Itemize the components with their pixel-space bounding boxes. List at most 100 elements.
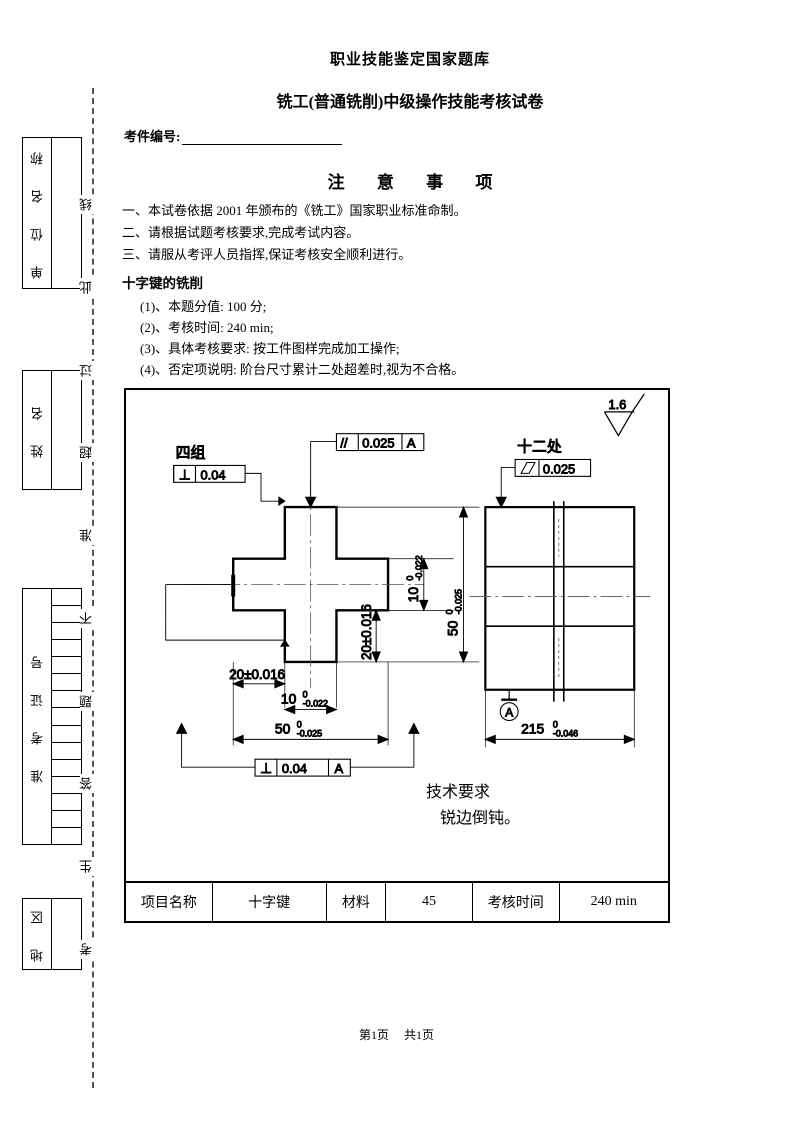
technical-drawing-frame: ⊥ 0.04 四组 // 0.025 A bbox=[124, 388, 670, 923]
exam-ticket-digit-cell[interactable] bbox=[52, 777, 81, 794]
surface-finish-value: 1.6 bbox=[608, 397, 626, 412]
tech-requirements-block: 技术要求 锐边倒钝。 bbox=[426, 780, 520, 832]
title-block-time-label: 考核时间 bbox=[473, 883, 560, 921]
notice-title: 注 意 事 项 bbox=[327, 173, 507, 192]
title-block-time-value: 240 min bbox=[590, 894, 637, 909]
gdt-frame-perpendicular-bottom: ⊥ 0.04 A bbox=[254, 758, 351, 777]
do-not-write-line-char: 此 bbox=[79, 277, 106, 297]
surface-finish-symbol: 1.6 bbox=[603, 393, 645, 437]
sidebar-exam-ticket-grid[interactable] bbox=[52, 589, 81, 844]
sidebar-box-unit-name: 单 位 名 称 bbox=[22, 137, 82, 289]
title-block-name-value: 十字键 bbox=[213, 883, 327, 921]
do-not-write-line-char: 线 bbox=[79, 195, 106, 214]
notice-item: 二、请根据试题考核要求,完成考试内容。 bbox=[122, 225, 360, 240]
gdt-arrow-bottom-left bbox=[279, 639, 290, 647]
exam-ticket-digit-cell[interactable] bbox=[52, 674, 81, 692]
drawing-title-block: 项目名称 十字键 材料 45 考核时间 240 min bbox=[126, 881, 668, 921]
exam-number-input[interactable] bbox=[182, 131, 343, 145]
svg-text:-0.025: -0.025 bbox=[297, 728, 322, 738]
do-not-write-line-char: 准 bbox=[79, 526, 106, 546]
sidebar-box-label-cell: 地 区 bbox=[23, 899, 52, 969]
exam-number-label: 考件编号: bbox=[124, 129, 181, 144]
sidebar-box-label-cell: 姓 名 bbox=[23, 371, 52, 489]
sidebar-box-region-input[interactable] bbox=[52, 899, 81, 969]
tech-requirements-title: 技术要求 bbox=[426, 784, 491, 801]
gdt-arrow-top bbox=[278, 496, 286, 507]
dim-text-50h: 50 0 -0.025 bbox=[444, 588, 464, 636]
footer-page-total: 共1页 bbox=[404, 1028, 435, 1042]
sidebar-box-unit-name-input[interactable] bbox=[52, 138, 81, 288]
gdt-datum-perp-bottom: A bbox=[334, 761, 343, 776]
tech-requirements-line1: 锐边倒钝。 bbox=[440, 810, 521, 827]
task-requirement-list: (1)、本题分值: 100 分;(2)、考核时间: 240 min;(3)、具体… bbox=[140, 296, 700, 380]
gdt-frame-perpendicular-top: ⊥ 0.04 bbox=[173, 464, 246, 483]
side-view-outline bbox=[484, 506, 636, 691]
exam-ticket-digit-cell[interactable] bbox=[52, 743, 81, 760]
gdt-frame-symmetry: 0.025 bbox=[514, 458, 592, 477]
do-not-write-line-char: 答 bbox=[79, 774, 106, 794]
gdt-leader-br bbox=[350, 729, 415, 768]
svg-text:-0.022: -0.022 bbox=[414, 555, 424, 580]
svg-text:215: 215 bbox=[521, 720, 544, 736]
dim-text-10h: 10 0 -0.022 bbox=[404, 555, 424, 603]
do-not-write-line-char: 题 bbox=[79, 691, 106, 711]
gdt-tol-perp-bottom: 0.04 bbox=[282, 761, 307, 776]
page-footer: 第1页 共1页 bbox=[0, 1026, 793, 1043]
dim-text-20h: 20±0.016 bbox=[359, 604, 374, 660]
sidebar-label-unit-name: 单 位 名 称 bbox=[29, 147, 45, 279]
svg-text:0: 0 bbox=[553, 719, 558, 729]
gdt-tol-parallel: 0.025 bbox=[362, 436, 394, 451]
sidebar-box-exam-ticket-no: 准 考 证 号 bbox=[22, 588, 82, 845]
page-title: 铣工(普通铣削)中级操作技能考核试卷 bbox=[276, 94, 544, 111]
exam-ticket-digit-cell[interactable] bbox=[52, 691, 81, 709]
exam-ticket-digit-cell[interactable] bbox=[52, 726, 81, 743]
gdt-symbol-perpendicular: ⊥ bbox=[179, 466, 191, 482]
sidebar-label-name: 姓 名 bbox=[29, 402, 45, 458]
sidebar-box-name-input[interactable] bbox=[52, 371, 81, 489]
exam-ticket-digit-cell[interactable] bbox=[52, 708, 81, 726]
svg-text:10: 10 bbox=[405, 587, 421, 603]
gdt-symbol-perp-bottom: ⊥ bbox=[260, 760, 272, 776]
dim-text-10w: 10 0 -0.022 bbox=[280, 689, 328, 709]
gdt-leader-symmetry bbox=[500, 466, 516, 502]
svg-text:0: 0 bbox=[405, 576, 415, 581]
title-block-material-value: 45 bbox=[386, 883, 473, 921]
notice-item: 一、本试卷依据 2001 年颁布的《铣工》国家职业标准命制。 bbox=[122, 203, 467, 218]
title-block-name-label: 项目名称 bbox=[126, 883, 213, 921]
exam-ticket-digit-cell[interactable] bbox=[52, 760, 81, 777]
gdt-leader-parallel bbox=[310, 441, 337, 502]
do-not-write-line-char: 考 bbox=[79, 940, 106, 959]
dim-text-215: 215 0 -0.046 bbox=[521, 719, 579, 739]
do-not-write-dashed-line bbox=[92, 88, 94, 1088]
svg-text:0: 0 bbox=[303, 690, 308, 700]
dim-text-50w: 50 0 -0.025 bbox=[274, 719, 322, 739]
task-requirement-item: (1)、本题分值: 100 分; bbox=[140, 299, 267, 314]
task-requirement-item: (3)、具体考核要求: 按工件图样完成加工操作; bbox=[140, 341, 400, 356]
exam-ticket-digit-cell[interactable] bbox=[52, 794, 81, 811]
gdt-datum-parallel: A bbox=[407, 436, 416, 451]
exam-ticket-digit-cell[interactable] bbox=[52, 589, 81, 607]
sidebar-binding-column: 单 位 名 称 姓 名 准 考 证 号 地 区 线此过超准不题答生考 bbox=[0, 0, 115, 1122]
title-block-material-label: 材料 bbox=[327, 883, 387, 921]
gdt-arrow-parallel bbox=[304, 496, 317, 509]
notice-item: 三、请服从考评人员指挥,保证考核安全顺利进行。 bbox=[122, 247, 412, 262]
svg-text:50: 50 bbox=[445, 620, 461, 636]
notice-list: 一、本试卷依据 2001 年颁布的《铣工》国家职业标准命制。二、请根据试题考核要… bbox=[122, 200, 702, 266]
exam-ticket-digit-cell[interactable] bbox=[52, 606, 81, 624]
svg-text:0: 0 bbox=[297, 719, 302, 729]
exam-ticket-digit-cell[interactable] bbox=[52, 828, 81, 844]
exam-ticket-digit-cell[interactable] bbox=[52, 811, 81, 828]
technical-drawing-svg: ⊥ 0.04 四组 // 0.025 A bbox=[165, 393, 651, 777]
gdt-leader-bottom-left bbox=[165, 618, 285, 641]
exam-ticket-digit-cell[interactable] bbox=[52, 657, 81, 675]
svg-text:A: A bbox=[505, 706, 513, 720]
exam-ticket-digit-cell[interactable] bbox=[52, 623, 81, 641]
do-not-write-line-char: 过 bbox=[79, 360, 106, 380]
svg-text:-0.046: -0.046 bbox=[553, 728, 578, 738]
sidebar-box-region: 地 区 bbox=[22, 898, 82, 970]
exam-ticket-digit-cell[interactable] bbox=[52, 640, 81, 658]
gdt-frame-parallel: // 0.025 A bbox=[335, 433, 425, 452]
do-not-write-line-char: 超 bbox=[79, 443, 106, 463]
footer-page-current: 第1页 bbox=[358, 1028, 389, 1042]
task-title: 十字键的铣削 bbox=[122, 276, 203, 291]
